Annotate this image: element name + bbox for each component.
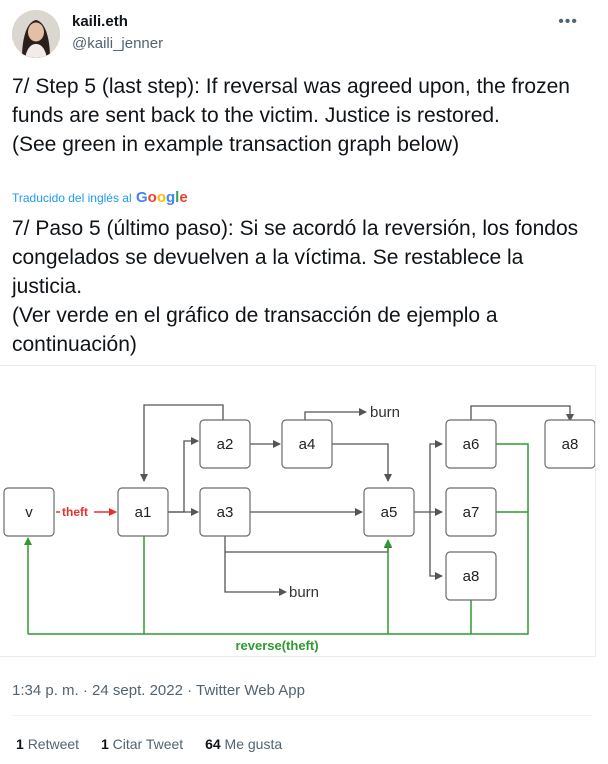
tweet-stats: 1 Retweet 1 Citar Tweet 64 Me gusta (16, 736, 300, 752)
node-label-a8-right: a8 (562, 436, 579, 453)
author-name[interactable]: kaili.eth (72, 13, 128, 30)
node-label-a4: a4 (299, 436, 316, 453)
quote-count[interactable]: 1 Citar Tweet (100, 736, 184, 752)
transaction-graph: v a1 a2 a3 a4 a5 a6 a7 a8 a8 theft burn … (3, 404, 595, 653)
node-a1 (117, 487, 169, 537)
node-a8-bottom (445, 551, 497, 601)
google-logo: Google (135, 189, 188, 206)
theft-label: theft (62, 505, 88, 519)
node-label-a8-bottom: a8 (463, 568, 480, 585)
node-label-a6: a6 (463, 436, 480, 453)
tweet-timestamp[interactable]: 1:34 p. m. · 24 sept. 2022 · Twitter Web… (12, 682, 305, 699)
avatar-image (12, 10, 60, 58)
node-label-a5: a5 (381, 504, 398, 521)
node-label-v: v (25, 504, 33, 521)
node-label-a2: a2 (217, 436, 234, 453)
retweet-count[interactable]: 1 Retweet (16, 736, 80, 752)
avatar[interactable] (12, 10, 60, 58)
node-a7 (445, 487, 497, 537)
node-a5 (363, 487, 415, 537)
node-label-a1: a1 (135, 504, 152, 521)
author-handle[interactable]: @kaili_jenner (72, 35, 164, 52)
flow-edges (140, 404, 574, 596)
node-a4 (281, 419, 333, 469)
node-a8-right (544, 419, 595, 469)
tweet-text-original: 7/ Step 5 (last step): If reversal was a… (12, 75, 570, 156)
reverse-edges (24, 443, 529, 635)
burn-label-top: burn (370, 404, 400, 421)
translated-label: Traducido del inglés al (12, 191, 132, 205)
like-count[interactable]: 64 Me gusta (205, 736, 283, 752)
node-label-a3: a3 (217, 504, 234, 521)
burn-label-bottom: burn (289, 584, 319, 601)
divider (12, 715, 592, 716)
node-label-a7: a7 (463, 504, 480, 521)
node-a2 (199, 419, 251, 469)
reverse-label: reverse(theft) (235, 638, 318, 653)
node-a6 (445, 419, 497, 469)
node-a3 (199, 487, 251, 537)
node-v (3, 487, 55, 537)
tweet-image[interactable]: v a1 a2 a3 a4 a5 a6 a7 a8 a8 theft burn … (0, 365, 596, 657)
translation-attribution[interactable]: Traducido del inglés al Google (12, 189, 188, 206)
more-options-icon[interactable]: ••• (558, 13, 578, 30)
tweet-text-translated: 7/ Paso 5 (último paso): Si se acordó la… (12, 217, 579, 356)
